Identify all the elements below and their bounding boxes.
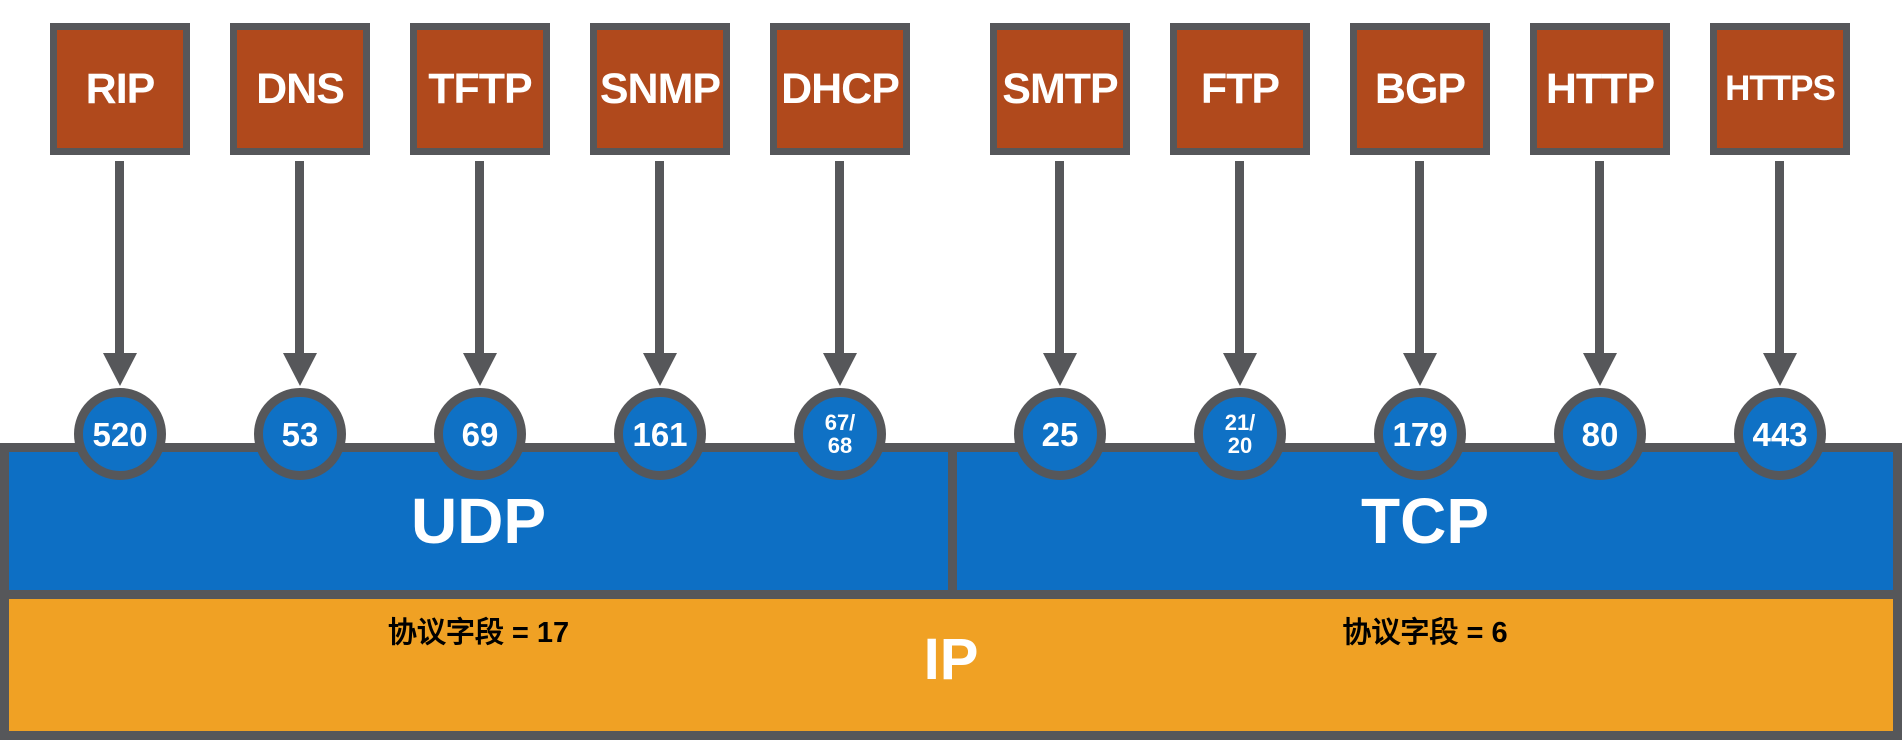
tcp-protocol-field-label: 协议字段 = 6 [1342, 617, 1508, 649]
port-circle: 67/68 [794, 388, 886, 480]
protocol-column: DHCP 67/68 [770, 0, 910, 480]
down-arrow-icon [463, 353, 497, 386]
down-arrow-icon [283, 353, 317, 386]
protocol-column: HTTPS 443 [1710, 0, 1850, 480]
down-arrow-line [835, 161, 844, 354]
port-number: 179 [1392, 415, 1448, 453]
protocol-label: DNS [256, 64, 345, 113]
port-circle: 21/20 [1194, 388, 1286, 480]
protocol-box: HTTPS [1710, 23, 1850, 155]
port-number: 67/68 [824, 410, 856, 458]
down-arrow-icon [823, 353, 857, 386]
down-arrow-line [1235, 161, 1244, 354]
port-circle: 53 [254, 388, 346, 480]
protocol-column: SMTP 25 [990, 0, 1130, 480]
port-number: 161 [632, 415, 688, 453]
protocol-box: RIP [50, 23, 190, 155]
down-arrow-line [1415, 161, 1424, 354]
down-arrow-icon [1223, 353, 1257, 386]
layer-bands: UDP TCP 协议字段 = 17 协议字段 = 6 IP [0, 443, 1902, 740]
ip-section: 协议字段 = 17 协议字段 = 6 IP [9, 599, 1893, 731]
protocol-label: TFTP [428, 64, 532, 113]
port-number: 25 [1041, 415, 1079, 453]
down-arrow-line [115, 161, 124, 354]
port-circle: 520 [74, 388, 166, 480]
protocol-box: TFTP [410, 23, 550, 155]
protocol-box: DHCP [770, 23, 910, 155]
protocol-label: RIP [85, 64, 156, 113]
protocol-box: HTTP [1530, 23, 1670, 155]
transport-ip-divider [9, 590, 1893, 599]
protocol-label: SNMP [599, 64, 721, 113]
udp-tcp-divider [948, 452, 957, 590]
port-circle: 161 [614, 388, 706, 480]
protocol-box: BGP [1350, 23, 1490, 155]
down-arrow-line [1595, 161, 1604, 354]
protocol-label: BGP [1374, 64, 1466, 113]
tcp-label: TCP [1361, 485, 1489, 557]
port-circle: 443 [1734, 388, 1826, 480]
port-number: 520 [92, 415, 148, 453]
ip-label: IP [923, 627, 979, 692]
protocol-column: HTTP 80 [1530, 0, 1670, 480]
protocol-column: TFTP 69 [410, 0, 550, 480]
port-number: 21/20 [1224, 410, 1256, 458]
protocol-label: FTP [1200, 64, 1280, 113]
port-circle: 69 [434, 388, 526, 480]
protocol-column: SNMP 161 [590, 0, 730, 480]
down-arrow-icon [1583, 353, 1617, 386]
down-arrow-line [475, 161, 484, 354]
protocol-label: DHCP [781, 64, 900, 113]
protocol-column: DNS 53 [230, 0, 370, 480]
port-number: 80 [1581, 415, 1619, 453]
udp-label: UDP [410, 485, 547, 557]
protocol-label: HTTPS [1725, 69, 1836, 108]
down-arrow-icon [1043, 353, 1077, 386]
protocol-box: SMTP [990, 23, 1130, 155]
protocol-box: FTP [1170, 23, 1310, 155]
port-circle: 25 [1014, 388, 1106, 480]
tcp-section: TCP [957, 452, 1893, 590]
down-arrow-line [1775, 161, 1784, 354]
port-number: 53 [281, 415, 319, 453]
protocol-box: SNMP [590, 23, 730, 155]
down-arrow-line [655, 161, 664, 354]
down-arrow-icon [1763, 353, 1797, 386]
down-arrow-line [1055, 161, 1064, 354]
port-circle: 179 [1374, 388, 1466, 480]
down-arrow-line [295, 161, 304, 354]
down-arrow-icon [643, 353, 677, 386]
protocol-label: SMTP [1002, 64, 1118, 113]
protocol-label: HTTP [1545, 64, 1655, 113]
udp-protocol-field-label: 协议字段 = 17 [387, 617, 570, 649]
down-arrow-icon [103, 353, 137, 386]
protocol-column: RIP 520 [50, 0, 190, 480]
protocol-column: FTP 21/20 [1170, 0, 1310, 480]
down-arrow-icon [1403, 353, 1437, 386]
port-number: 69 [461, 415, 499, 453]
protocol-box: DNS [230, 23, 370, 155]
port-number: 443 [1752, 415, 1808, 453]
protocol-column: BGP 179 [1350, 0, 1490, 480]
port-circle: 80 [1554, 388, 1646, 480]
